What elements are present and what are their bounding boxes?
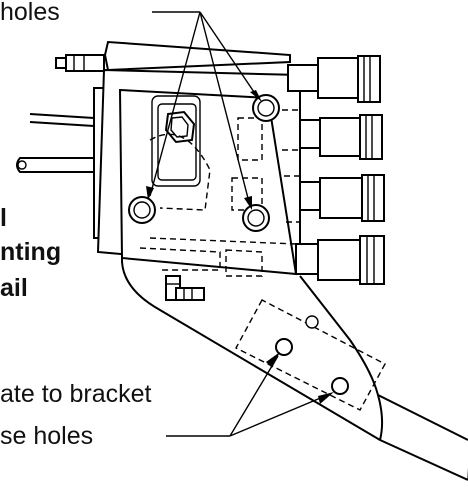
arrowhead-icon	[266, 352, 280, 368]
label-detail-line-3: ail	[0, 274, 28, 302]
bolt-left	[128, 196, 156, 224]
bolt-center	[242, 204, 270, 232]
cartridge-2	[299, 114, 383, 160]
bracket-hole-2	[331, 377, 349, 395]
leader-lines-top	[146, 11, 262, 210]
label-bracket-holes: se holes	[0, 422, 93, 450]
label-plate-to-bracket: ate to bracket	[0, 380, 152, 408]
bracket-holes	[275, 338, 349, 395]
left-fittings	[16, 54, 105, 173]
mounting-bracket-arm	[121, 250, 468, 481]
arrowhead-icon	[318, 392, 334, 404]
cartridge-3	[299, 174, 385, 222]
bolt-top-right	[252, 94, 280, 122]
bracket-small-hole	[305, 315, 319, 329]
cartridge-1	[287, 55, 381, 103]
bracket-plate-outline	[235, 299, 386, 411]
label-mounting-holes: holes	[0, 0, 60, 26]
right-cartridges	[287, 55, 385, 285]
arrowhead-icon	[250, 90, 262, 102]
bracket-hole-1	[275, 338, 293, 356]
label-detail-line-2: nting	[0, 238, 61, 266]
cartridge-4	[295, 235, 385, 285]
arrowhead-icon	[146, 186, 154, 200]
leader-lines-bottom	[166, 352, 334, 437]
label-detail-line-1: l	[0, 204, 7, 232]
arrowhead-icon	[244, 196, 252, 210]
elbow-fitting	[165, 275, 205, 301]
mounting-bolts	[128, 94, 280, 232]
